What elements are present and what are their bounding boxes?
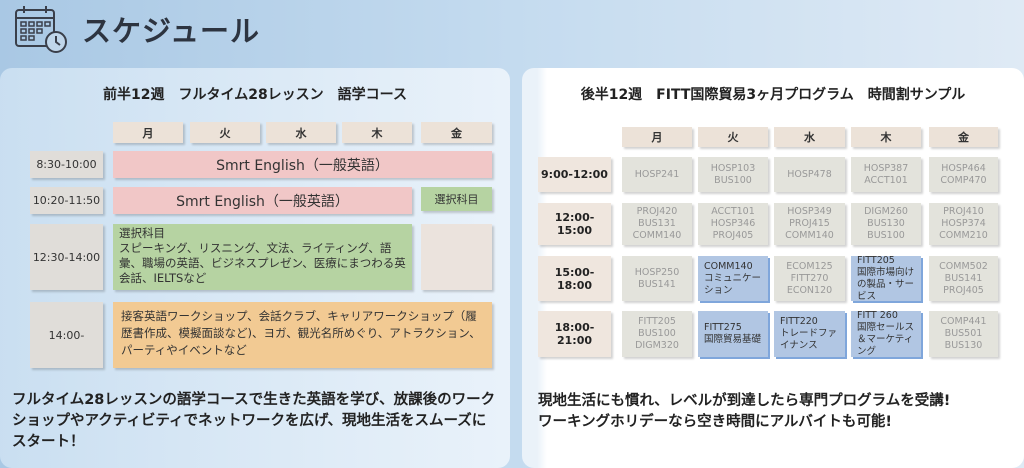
course-cell: HOSP478: [774, 157, 845, 192]
day-header: 水: [774, 127, 845, 147]
day-header: 月: [113, 122, 183, 143]
day-header: 木: [342, 122, 412, 143]
fitt-course-cell: FITT 260 国際セールス＆マーケティング: [851, 310, 921, 357]
course-cell: HOSP250 BUS141: [622, 256, 692, 301]
day-header: 木: [851, 127, 921, 147]
day-header: 火: [698, 127, 768, 147]
time-slot: 14:00-: [30, 302, 103, 368]
fitt-course-cell: FITT205 国際市場向けの製品・サービス: [851, 255, 921, 302]
course-cell: PROJ410 HOSP374 COMM210: [929, 203, 998, 245]
elective-subjects: 選択科目 スピーキング、リスニング、文法、ライティング、語彙、職場の英語、ビジネ…: [113, 224, 412, 290]
language-course-description: フルタイム28レッスンの語学コースで生きた英語を学び、放課後のワークショップやア…: [12, 392, 496, 450]
fitt-course-cell: COMM140 コミュニケーション: [698, 256, 768, 301]
day-header: 水: [266, 122, 336, 143]
language-course-title: 前半12週 フルタイム28レッスン 語学コース: [103, 87, 407, 103]
fitt-course-cell: FITT275 国際貿易基礎: [698, 311, 768, 357]
general-english-class: Smrt English（一般英語）: [113, 187, 412, 214]
fitt-program-title: 後半12週 FITT国際貿易3ヶ月プログラム 時間割サンプル: [580, 87, 966, 103]
fitt-program-description: 現地生活にも慣れ、レベルが到達したら専門プログラムを受講! ワーキングホリデーな…: [538, 393, 951, 430]
course-cell: HOSP387 ACCT101: [851, 157, 921, 192]
time-slot: 9:00-12:00: [538, 157, 611, 192]
fitt-course-cell: FITT220 トレードファイナンス: [774, 311, 845, 357]
day-header: 火: [190, 122, 260, 143]
time-slot: 8:30-10:00: [30, 151, 103, 178]
time-slot: 12:00-15:00: [538, 203, 611, 245]
elective-friday: 選択科目: [421, 187, 492, 211]
course-cell: HOSP349 PROJ415 COMM140: [774, 203, 845, 245]
activities-block: 接客英語ワークショップ、会話クラブ、キャリアワークショップ（履歴書作成、模擬面談…: [113, 302, 492, 368]
course-cell: ACCT101 HOSP346 PROJ405: [698, 203, 768, 245]
day-header: 金: [929, 127, 998, 147]
course-cell: FITT205 BUS100 DIGM320: [622, 311, 692, 357]
time-slot: 18:00-21:00: [538, 311, 611, 357]
course-cell: HOSP241: [622, 157, 692, 192]
course-cell: PROJ420 BUS131 COMM140: [622, 203, 692, 245]
empty-cell: [421, 224, 492, 290]
day-header: 月: [622, 127, 692, 147]
time-slot: 15:00-18:00: [538, 256, 611, 301]
calendar-clock-icon: [15, 6, 67, 53]
time-slot: 10:20-11:50: [30, 187, 103, 214]
general-english-class: Smrt English（一般英語）: [113, 151, 492, 178]
page-title: スケジュール: [82, 14, 260, 48]
course-cell: COMP441 BUS501 BUS130: [929, 311, 998, 357]
course-cell: COMM502 BUS141 PROJ405: [929, 256, 998, 301]
course-cell: HOSP103 BUS100: [698, 157, 768, 192]
time-slot: 12:30-14:00: [30, 224, 103, 290]
course-cell: HOSP464 COMP470: [929, 157, 998, 192]
course-cell: DIGM260 BUS130 BUS100: [851, 203, 921, 245]
course-cell: ECOM125 FITT270 ECON120: [774, 256, 845, 301]
day-header: 金: [421, 122, 492, 143]
